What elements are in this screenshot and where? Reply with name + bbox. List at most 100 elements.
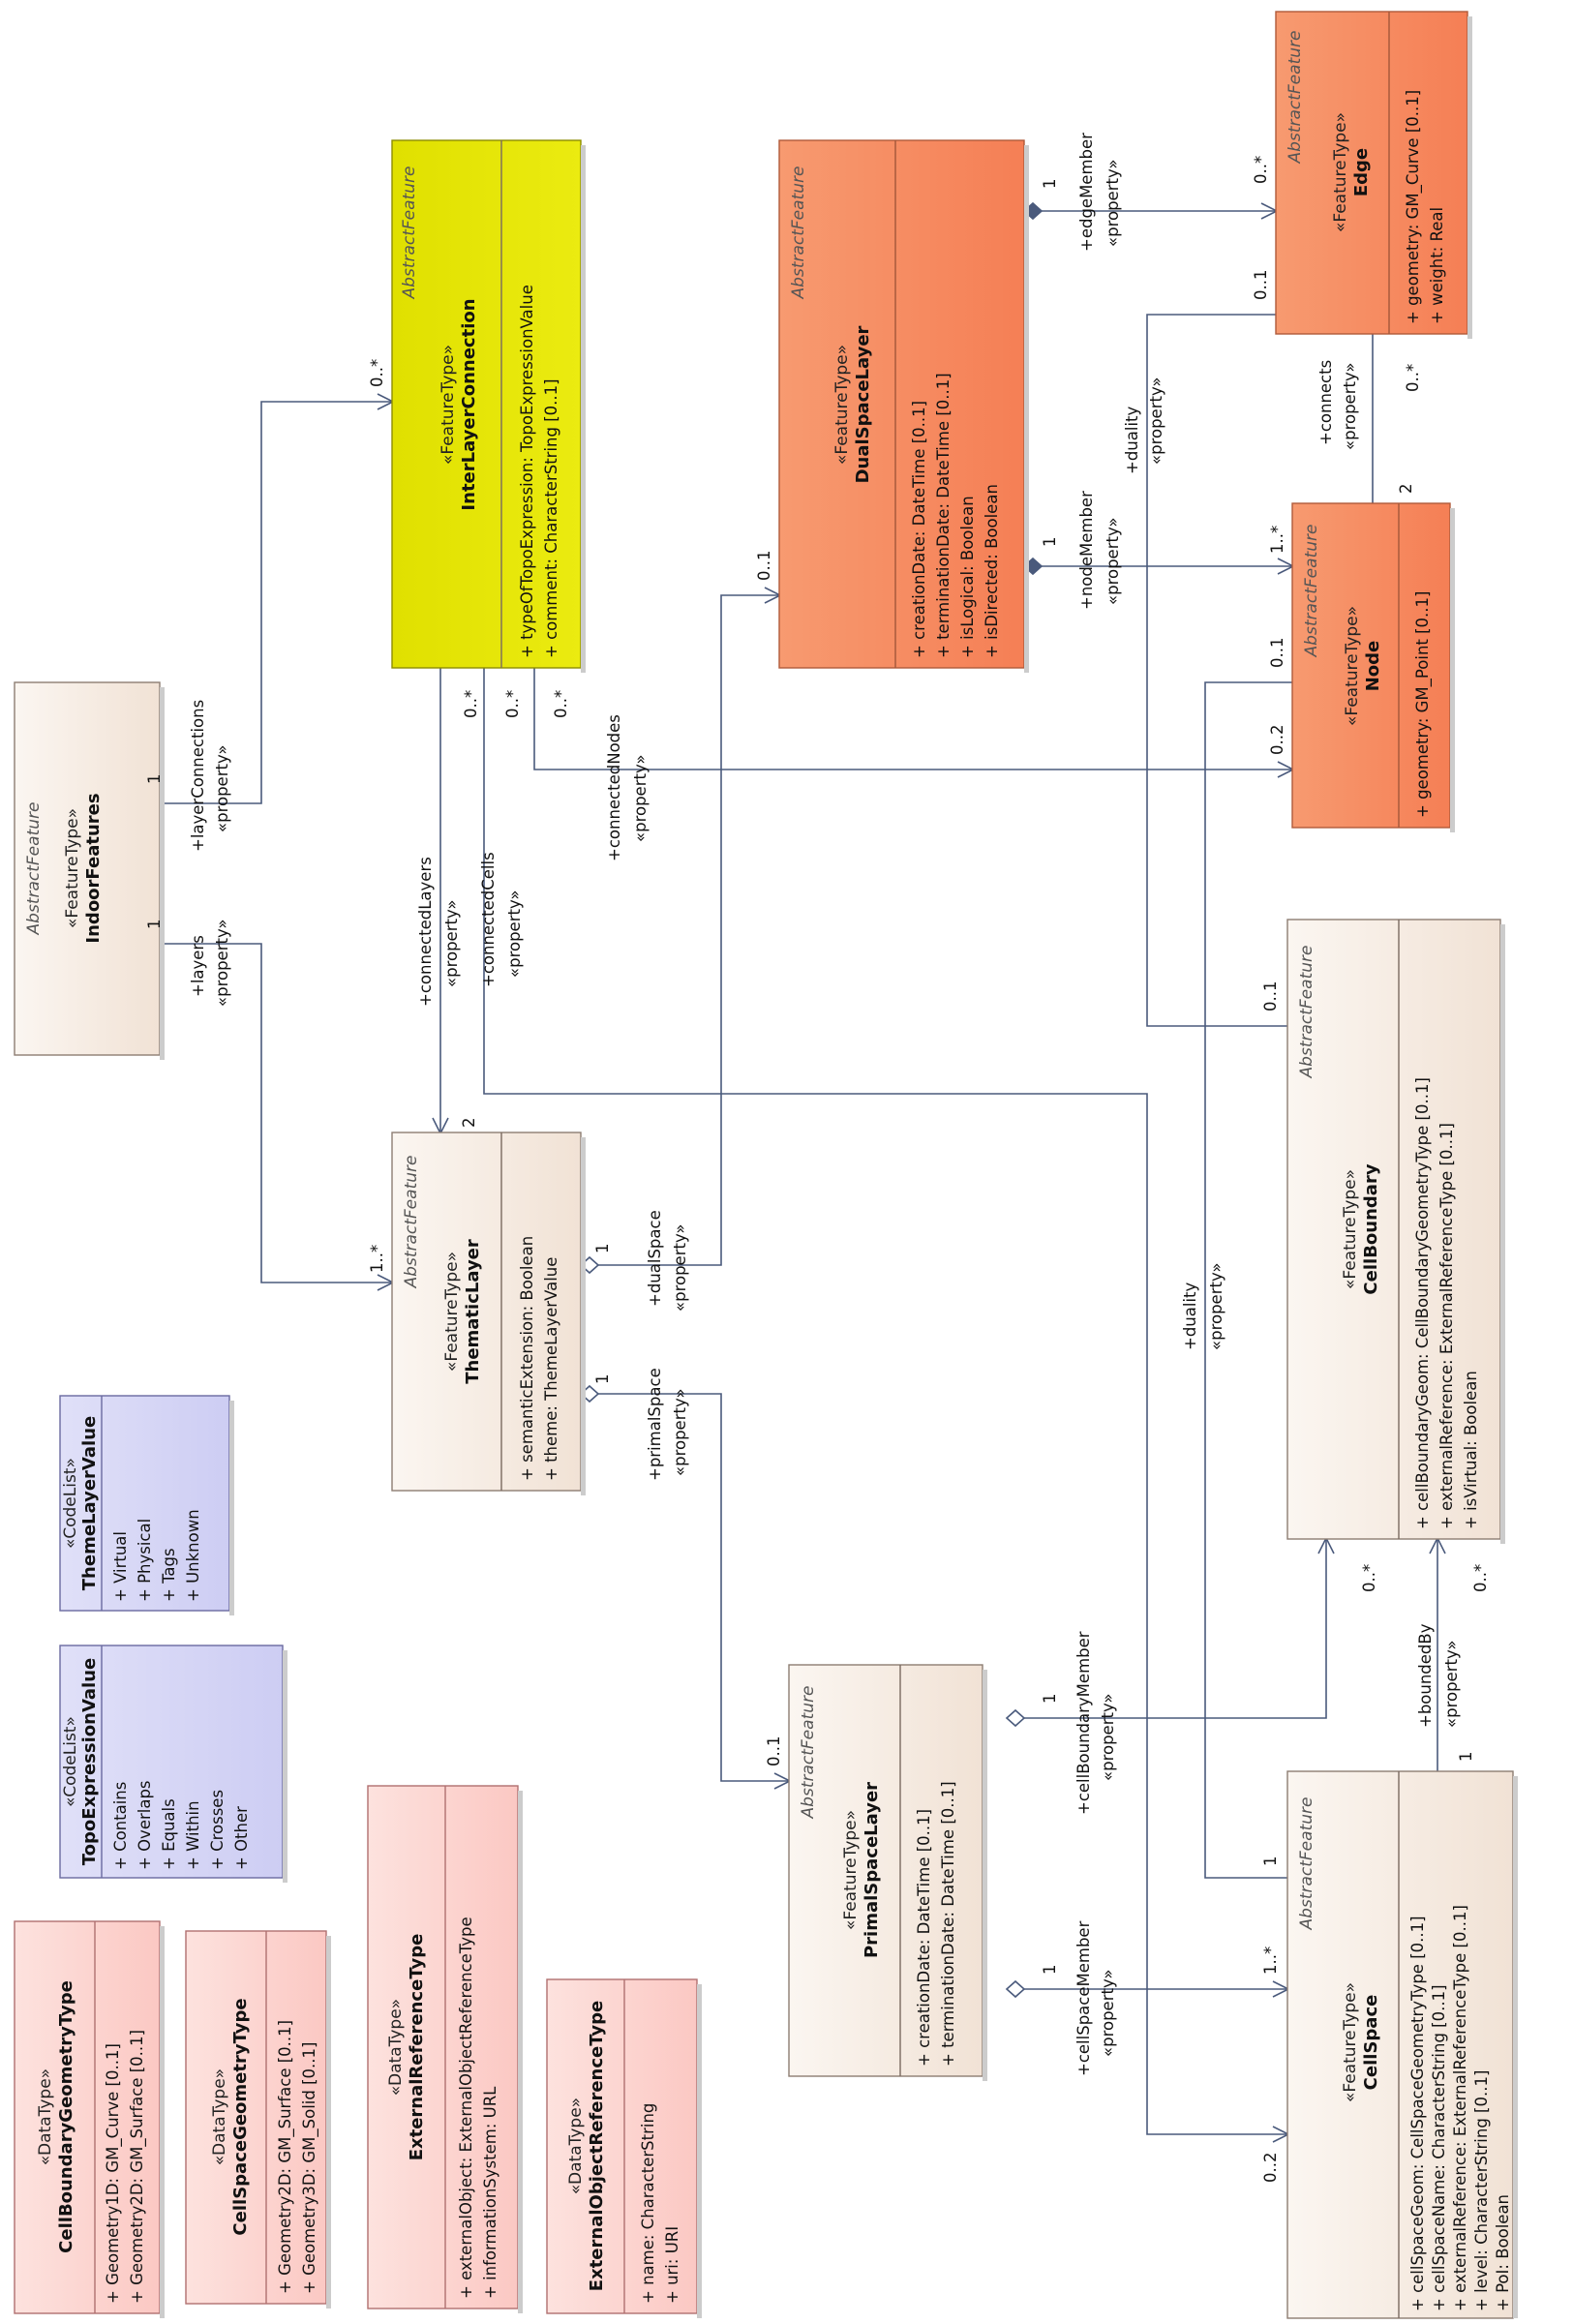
class-cell-space-geometry-type[interactable]: «DataType» CellSpaceGeometryType + Geome… — [185, 1930, 331, 2309]
svg-text:«FeatureType»: «FeatureType» — [1331, 112, 1350, 232]
svg-text:Edge: Edge — [1351, 148, 1372, 196]
svg-text:AbstractFeature: AbstractFeature — [400, 166, 419, 300]
mult-label: 2 — [1397, 484, 1415, 495]
mult-label: 0..* — [368, 359, 386, 387]
svg-text:+ uri: URI: + uri: URI — [663, 2226, 681, 2304]
svg-text:«FeatureType»: «FeatureType» — [841, 1810, 861, 1930]
dual-space-link — [581, 594, 779, 1266]
association-labels: 1 +layerConnections «property» 0..* 1 +l… — [145, 133, 1490, 2183]
mult-label: 1 — [145, 774, 164, 785]
mult-label: 0..* — [1404, 364, 1422, 392]
stereotype-label: «property» — [671, 1388, 689, 1476]
svg-text:DualSpaceLayer: DualSpaceLayer — [853, 325, 873, 483]
class-external-object-reference-type[interactable]: «DataType» ExternalObjectReferenceType +… — [546, 1978, 702, 2318]
svg-text:AbstractFeature: AbstractFeature — [789, 166, 808, 300]
svg-text:CellSpaceGeometryType: CellSpaceGeometryType — [230, 1998, 251, 2235]
stereotype-label: «property» — [1104, 517, 1122, 605]
stereotype-label: «property» — [1147, 377, 1165, 465]
role-label: +nodeMember — [1077, 491, 1096, 610]
mult-label: 0..* — [552, 690, 570, 718]
svg-text:PrimalSpaceLayer: PrimalSpaceLayer — [862, 1782, 882, 1958]
svg-text:+ level: CharacterString [0..: + level: CharacterString [0..1] — [1472, 2070, 1491, 2311]
node-duality-link — [1204, 681, 1292, 1879]
svg-text:+ geometry: GM_Curve [0..1]: + geometry: GM_Curve [0..1] — [1404, 90, 1423, 324]
mult-label: 1 — [1261, 1856, 1280, 1867]
primal-space-link — [581, 1393, 789, 1782]
class-indoor-features[interactable]: AbstractFeature «FeatureType» IndoorFeat… — [14, 681, 165, 1060]
svg-text:«DataType»: «DataType» — [210, 2068, 229, 2165]
svg-text:+ creationDate: DateTime [0..: + creationDate: DateTime [0..1] — [915, 1809, 933, 2067]
svg-text:+ PoI: Boolean: + PoI: Boolean — [1494, 2194, 1512, 2311]
svg-text:AbstractFeature: AbstractFeature — [1297, 1797, 1316, 1931]
svg-text:«FeatureType»: «FeatureType» — [442, 1252, 462, 1372]
class-cell-boundary-geometry-type[interactable]: «DataType» CellBoundaryGeometryType + Ge… — [14, 1920, 165, 2318]
svg-text:«FeatureType»: «FeatureType» — [1341, 1982, 1360, 2102]
svg-text:+ Geometry3D: GM_Solid [0..1]: + Geometry3D: GM_Solid [0..1] — [300, 2042, 319, 2294]
class-interlayer-connection[interactable]: AbstractFeature «FeatureType» InterLayer… — [391, 139, 586, 673]
svg-text:ExternalObjectReferenceType: ExternalObjectReferenceType — [587, 2001, 607, 2291]
svg-text:+ Geometry2D: GM_Surface [0..: + Geometry2D: GM_Surface [0..1] — [276, 2020, 295, 2294]
svg-text:+ Overlaps: + Overlaps — [136, 1780, 154, 1870]
role-label: +connects — [1316, 360, 1335, 445]
svg-text:+ cellBoundaryGeom: CellBound: + cellBoundaryGeom: CellBoundaryGeometry… — [1413, 1077, 1432, 1529]
mult-label: 1 — [593, 1244, 612, 1254]
aggregation-diamond — [1005, 1708, 1026, 1728]
layers-link — [163, 943, 392, 1283]
stereotype-label: «property» — [505, 890, 524, 978]
mult-label: 1..* — [1261, 1947, 1280, 1975]
cell-boundary-member-link — [1024, 1539, 1327, 1719]
class-primal-space-layer[interactable]: AbstractFeature «FeatureType» PrimalSpac… — [788, 1664, 987, 2081]
svg-text:+ semanticExtension: Boolean: + semanticExtension: Boolean — [518, 1236, 536, 1481]
edge-duality-link — [1146, 314, 1287, 1027]
svg-text:«CodeList»: «CodeList» — [61, 1716, 80, 1807]
stereotype-label: «property» — [671, 1223, 689, 1312]
stereotype-label: «property» — [442, 899, 461, 987]
mult-label: 0..1 — [1268, 638, 1286, 669]
mult-label: 1 — [593, 1374, 612, 1385]
mult-label: 0..* — [462, 690, 480, 718]
svg-text:+ Geometry1D: GM_Curve [0..1]: + Geometry1D: GM_Curve [0..1] — [104, 2043, 123, 2304]
svg-text:AbstractFeature: AbstractFeature — [1302, 525, 1321, 658]
role-label: +dualSpace — [646, 1210, 664, 1307]
role-label: +boundedBy — [1416, 1623, 1435, 1728]
svg-text:+ isVirtual: Boolean: + isVirtual: Boolean — [1462, 1371, 1480, 1529]
mult-label: 2 — [460, 1118, 478, 1129]
mult-label: 1 — [1457, 1752, 1475, 1763]
svg-text:+ creationDate: DateTime [0..: + creationDate: DateTime [0..1] — [910, 401, 928, 658]
class-dual-space-layer[interactable]: AbstractFeature «FeatureType» DualSpaceL… — [778, 139, 1029, 673]
role-label: +connectedNodes — [605, 714, 623, 861]
svg-text:+ Other: + Other — [232, 1806, 251, 1870]
role-label: +cellBoundaryMember — [1074, 1631, 1093, 1815]
svg-text:+ externalObject: ExternalObj: + externalObject: ExternalObjectReferenc… — [457, 1917, 475, 2299]
svg-text:+ typeOfTopoExpression: TopoE: + typeOfTopoExpression: TopoExpressionVa… — [518, 285, 536, 658]
svg-text:Node: Node — [1363, 641, 1383, 692]
svg-text:+ informationSystem: URL: + informationSystem: URL — [481, 2086, 499, 2299]
svg-text:«FeatureType»: «FeatureType» — [439, 345, 458, 465]
mult-label: 0..* — [1360, 1564, 1378, 1592]
class-theme-layer-value[interactable]: «CodeList» ThemeLayerValue + Virtual + P… — [59, 1395, 234, 1615]
svg-text:IndoorFeatures: IndoorFeatures — [83, 793, 104, 943]
svg-text:CellSpace: CellSpace — [1361, 1995, 1381, 2091]
stereotype-label: «property» — [213, 919, 231, 1007]
mult-label: 1 — [1041, 179, 1059, 190]
class-node[interactable]: AbstractFeature «FeatureType» Node + geo… — [1291, 502, 1455, 832]
svg-text:+ geometry: GM_Point [0..1]: + geometry: GM_Point [0..1] — [1413, 591, 1433, 818]
class-external-reference-type[interactable]: «DataType» ExternalReferenceType + exter… — [367, 1785, 523, 2313]
class-topo-expression-value[interactable]: «CodeList» TopoExpressionValue + Contain… — [59, 1645, 287, 1883]
svg-text:AbstractFeature: AbstractFeature — [402, 1156, 421, 1289]
svg-text:«FeatureType»: «FeatureType» — [1343, 606, 1362, 726]
stereotype-label: «property» — [1442, 1640, 1461, 1728]
role-label: +duality — [1181, 1282, 1199, 1350]
connected-cells-link — [483, 668, 1287, 2135]
svg-text:+ cellSpaceName: CharacterStr: + cellSpaceName: CharacterString [0..1] — [1430, 1984, 1448, 2311]
class-cell-space[interactable]: AbstractFeature «FeatureType» CellSpace … — [1286, 1770, 1518, 2319]
class-cell-boundary[interactable]: AbstractFeature «FeatureType» CellBounda… — [1286, 919, 1505, 1544]
mult-label: 0..* — [1471, 1564, 1490, 1592]
mult-label: 0..1 — [765, 1736, 783, 1767]
svg-text:«CodeList»: «CodeList» — [61, 1458, 80, 1549]
stereotype-label: «property» — [1099, 1969, 1117, 2057]
class-edge[interactable]: AbstractFeature «FeatureType» Edge + geo… — [1275, 11, 1472, 339]
role-label: +primalSpace — [646, 1368, 664, 1481]
role-label: +layerConnections — [189, 700, 207, 852]
class-thematic-layer[interactable]: AbstractFeature «FeatureType» ThematicLa… — [391, 1132, 586, 1495]
